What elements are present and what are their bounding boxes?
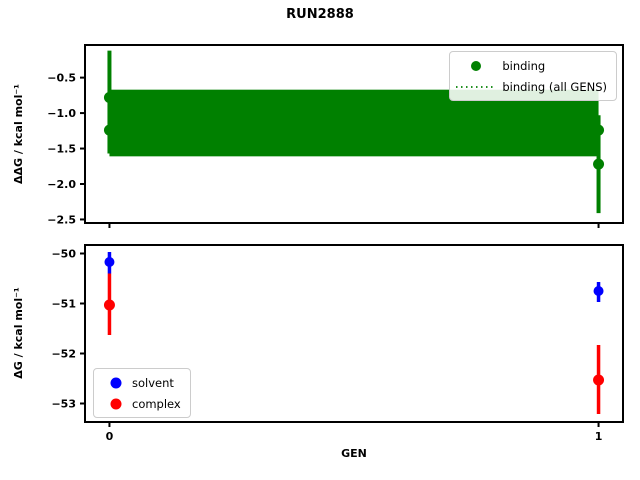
bottom-y-axis-label: ΔG / kcal mol⁻¹ (12, 287, 25, 379)
svg-text:−1.5: −1.5 (47, 142, 76, 155)
legend-item-binding-all-gens: binding (all GENS) (454, 76, 607, 97)
legend-label-binding-all-gens: binding (all GENS) (502, 79, 607, 94)
x-axis-label: GEN (341, 447, 367, 460)
svg-text:−2.5: −2.5 (47, 213, 76, 226)
svg-text:−0.5: −0.5 (47, 71, 76, 84)
complex-marker-icon (110, 398, 122, 409)
svg-text:−50: −50 (51, 247, 76, 260)
legend-solvent-complex: solvent complex (93, 368, 191, 418)
svg-text:−1.0: −1.0 (47, 107, 76, 120)
dotted-line-icon (456, 85, 497, 88)
top-y-axis-label: ΔΔG / kcal mol⁻¹ (12, 84, 25, 185)
svg-text:−53: −53 (51, 397, 76, 410)
binding-marker-icon (471, 60, 482, 71)
legend-item-binding: binding (454, 55, 607, 76)
legend-label-solvent: solvent (132, 375, 174, 390)
legend-label-complex: complex (132, 396, 181, 411)
svg-text:−51: −51 (51, 297, 76, 310)
legend-item-solvent: solvent (98, 372, 181, 393)
svg-text:1: 1 (595, 430, 603, 443)
legend-label-binding: binding (502, 58, 546, 73)
legend-binding: binding binding (all GENS) (449, 51, 617, 101)
figure-title: RUN2888 (286, 7, 354, 22)
legend-item-complex: complex (98, 393, 181, 414)
solvent-marker-icon (110, 377, 122, 388)
svg-text:−52: −52 (51, 347, 76, 360)
svg-text:−2.0: −2.0 (47, 178, 76, 191)
svg-text:0: 0 (106, 430, 114, 443)
